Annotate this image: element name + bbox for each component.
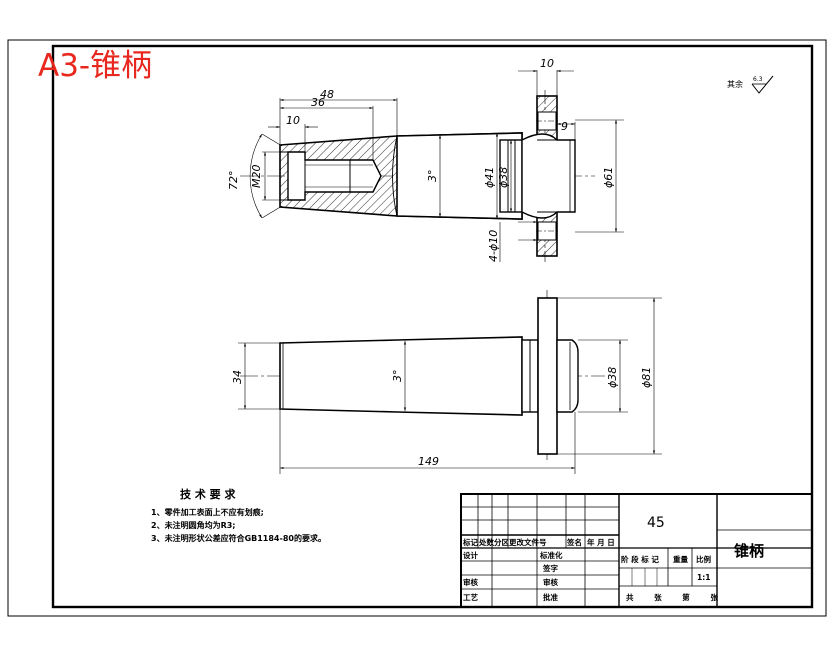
- dim-4-phi10: 4-ϕ10: [487, 230, 500, 262]
- rev-header: 分区: [494, 537, 509, 547]
- dim-10-flange: 10: [540, 57, 554, 70]
- dim-phi61: ϕ61: [602, 167, 615, 188]
- dim-149: 149: [418, 455, 439, 468]
- dim-phi38-top: ϕ38: [497, 167, 510, 188]
- rev-header: 标记: [462, 537, 478, 547]
- technical-requirements: 技 术 要 求 1、零件加工表面上不应有划痕; 2、未注明圆角均为R3; 3、未…: [151, 487, 326, 543]
- rev-header: 更改文件号: [509, 537, 547, 547]
- rev-header: 处数: [478, 537, 494, 547]
- roughness-note: 其余 6.3: [727, 75, 774, 94]
- dim-48: 48: [320, 88, 334, 101]
- dim-phi38-bottom: ϕ38: [606, 367, 619, 388]
- sheet-count: 共 张 第 张: [626, 592, 718, 602]
- dim-phi81: ϕ81: [640, 367, 653, 388]
- top-dimensions: [249, 69, 624, 262]
- material: 45: [647, 515, 665, 531]
- requirement-item: 2、未注明圆角均为R3;: [151, 520, 236, 530]
- roughness-label: 其余: [727, 79, 743, 89]
- rev-header: 年 月 日: [587, 537, 615, 547]
- stage-header: 阶 段 标 记: [621, 554, 659, 564]
- outer-border: [7, 39, 827, 617]
- sign-label: 签字: [542, 563, 558, 573]
- dim-3deg-bottom: 3°: [391, 370, 404, 383]
- roughness-value: 6.3: [753, 76, 763, 83]
- title-block: [460, 493, 813, 608]
- approve-label: 批准: [543, 592, 558, 602]
- pilot-boss: [521, 133, 576, 219]
- requirement-item: 1、零件加工表面上不应有划痕;: [151, 507, 264, 517]
- flange: [537, 297, 558, 455]
- bottom-view: [240, 290, 605, 460]
- threaded-bore: [287, 151, 382, 201]
- inner-frame: [51, 44, 814, 609]
- part-name: 锥柄: [734, 542, 764, 560]
- sheet-title: A3-锥柄: [38, 48, 152, 84]
- pilot: [556, 339, 579, 413]
- process-label: 工艺: [463, 592, 478, 602]
- rev-header: 签名: [566, 537, 582, 547]
- roughness-symbol-icon: [751, 75, 774, 94]
- title-block-text: 45 锥柄 标记 处数 分区 更改文件号 签名 年 月 日 设计 标准化 签字 …: [462, 515, 764, 602]
- scale-value: 1:1: [697, 573, 710, 582]
- bottom-dimensions: [238, 297, 662, 474]
- design-label: 设计: [463, 550, 478, 560]
- standardize-label: 标准化: [539, 550, 563, 560]
- bottom-dimension-labels: 34 3° ϕ38 ϕ81 149: [231, 367, 653, 468]
- dim-m20: M20: [250, 165, 263, 189]
- top-dimension-labels: 10 48 36 10 9 M20 72° 3° ϕ41 ϕ38 ϕ61 4-ϕ…: [227, 57, 615, 262]
- requirements-heading: 技 术 要 求: [180, 487, 236, 501]
- check-label: 审核: [463, 577, 478, 587]
- review-label: 审核: [543, 577, 558, 587]
- dim-72deg: 72°: [227, 171, 240, 191]
- dim-36: 36: [311, 96, 325, 109]
- dim-3deg-top: 3°: [426, 170, 439, 183]
- dim-10-left: 10: [286, 114, 300, 127]
- dim-9: 9: [561, 120, 568, 133]
- dim-34: 34: [231, 370, 244, 384]
- weight-header: 重量: [673, 554, 688, 564]
- scale-header: 比例: [696, 554, 711, 564]
- requirement-item: 3、未注明形状公差应符合GB1184-80的要求。: [151, 533, 326, 543]
- dim-phi41: ϕ41: [483, 167, 496, 188]
